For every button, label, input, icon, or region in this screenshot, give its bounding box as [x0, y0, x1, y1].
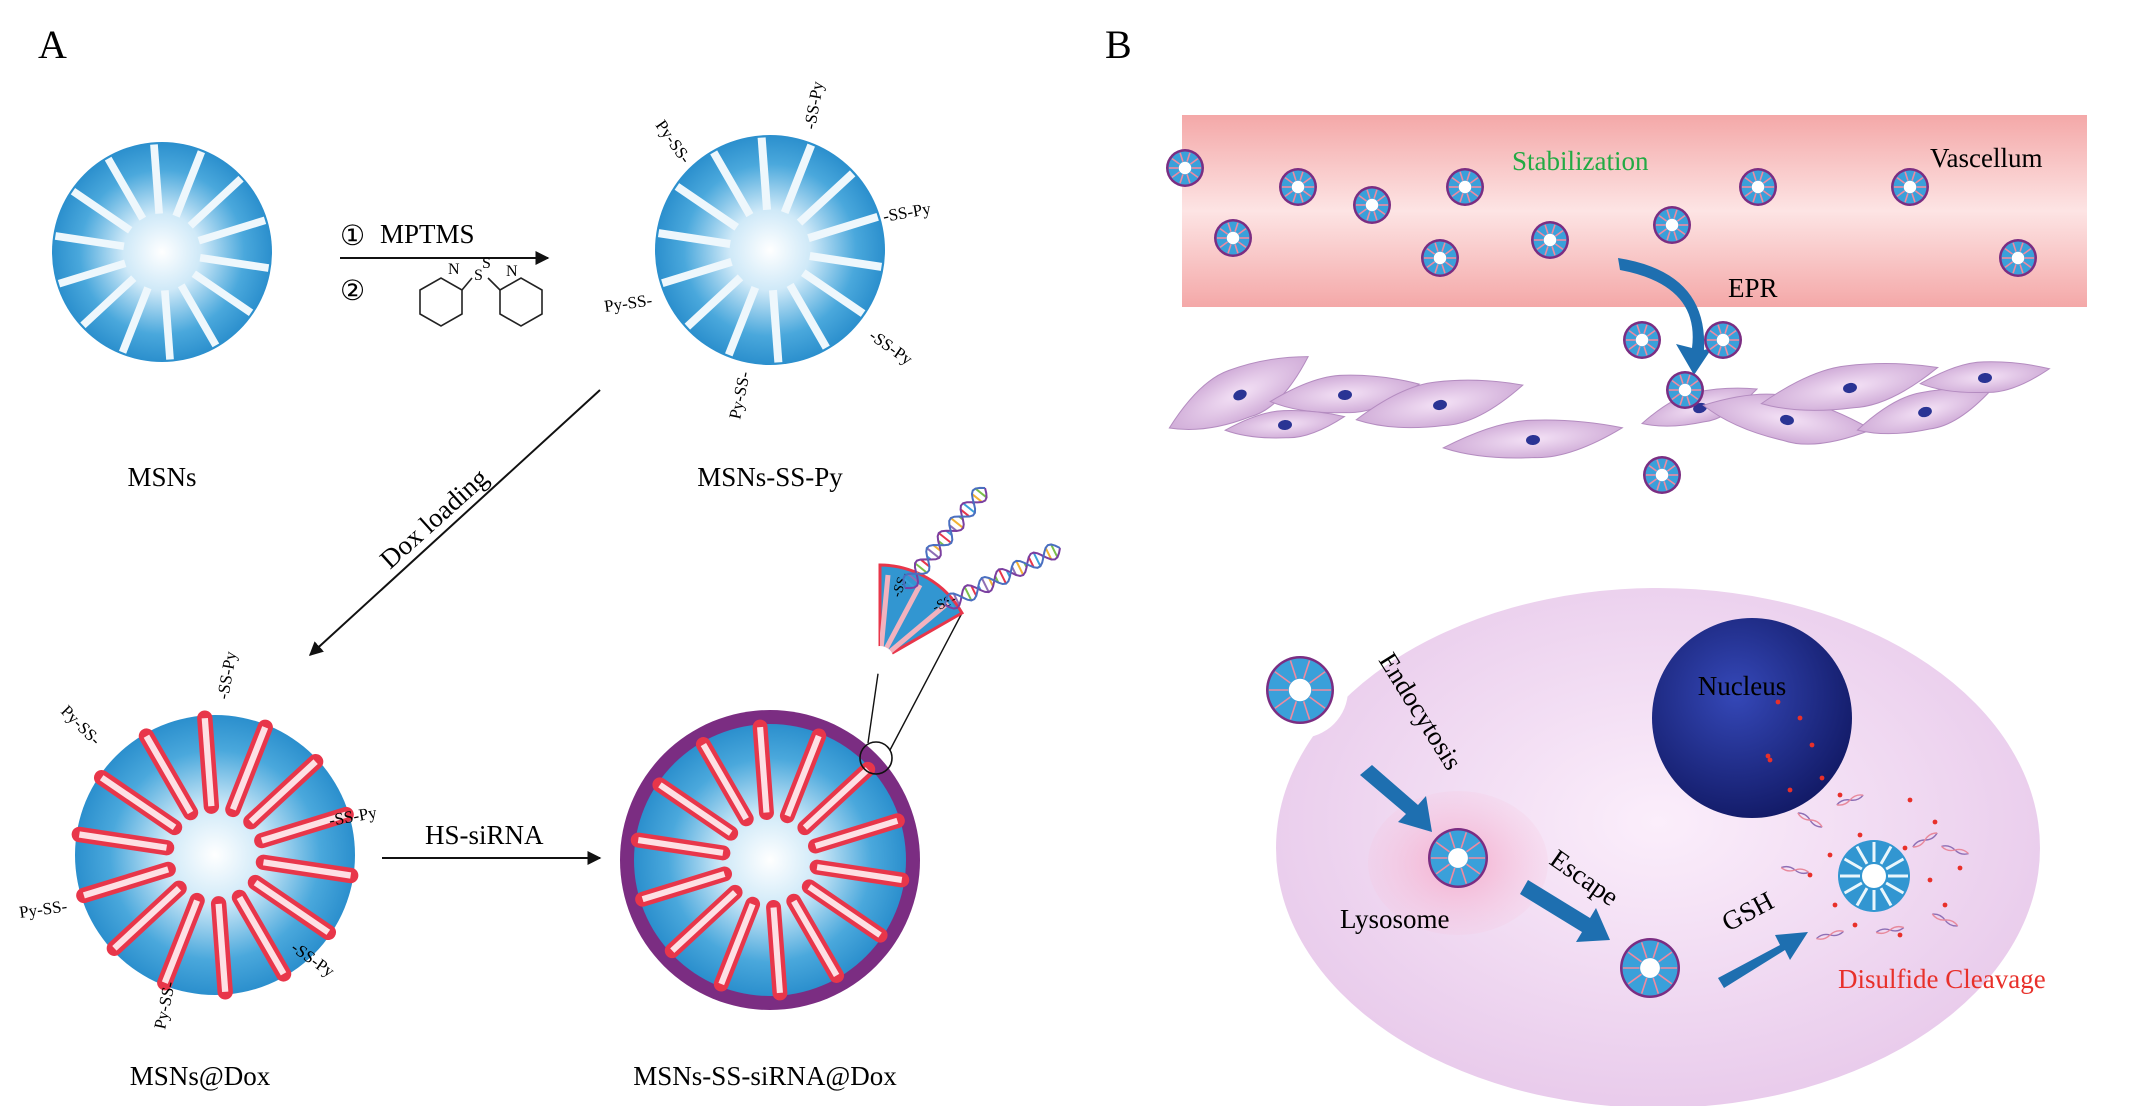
extravasated-nanoparticles	[1623, 321, 1742, 494]
ss-py-group: -SS-Py	[213, 649, 240, 700]
ss-py-group: -SS-Py	[800, 79, 827, 130]
lysosome-label: Lysosome	[1340, 904, 1450, 934]
py-ss-group: Py-SS-	[725, 369, 754, 420]
nucleus	[1652, 618, 1852, 818]
msns-dox-particle	[71, 710, 359, 1000]
py-ss-group: Py-SS-	[652, 116, 695, 167]
msns-ss-py-pore-channels	[657, 137, 883, 363]
dox-loading-arrow	[308, 389, 601, 656]
panel-b-letter: B	[1105, 22, 1132, 67]
msns-ss-sirna-dox-particle	[620, 710, 920, 1010]
dox-loading-label: Dox loading	[374, 462, 494, 574]
circulating-nanoparticles	[1166, 149, 2037, 277]
released-sirna-fragments	[1780, 794, 1970, 940]
py-ss-group: Py-SS-	[603, 290, 654, 316]
step-2-number: ②	[340, 276, 365, 307]
msns-ss-py-particle	[655, 135, 885, 365]
epr-label: EPR	[1728, 273, 1778, 303]
msns-label: MSNs	[127, 462, 196, 492]
gsh-arrow	[1718, 932, 1808, 988]
zoomed-wedge	[878, 563, 965, 663]
released-dox-molecules	[1765, 699, 1963, 938]
blood-vessel	[1182, 115, 2087, 307]
msns-pore-channels	[54, 144, 270, 360]
sirna-strand	[902, 486, 988, 590]
ss-py-group: -SS-Py	[881, 199, 932, 226]
py-ss-group: Py-SS-	[150, 979, 179, 1030]
intracellular-nanoparticles	[1266, 656, 1680, 998]
msns-ss-sirna-dox-label: MSNs-SS-siRNA@Dox	[633, 1061, 897, 1091]
panel-a-letter: A	[38, 22, 67, 67]
epr-arrow	[1618, 258, 1712, 375]
py-ss-group: Py-SS-	[18, 896, 69, 922]
released-particle	[1838, 840, 1910, 912]
step-1-reagent: MPTMS	[380, 219, 475, 249]
nucleus-label: Nucleus	[1698, 671, 1786, 701]
sulfur-atom-1: S	[474, 267, 483, 284]
escape-arrow	[1520, 880, 1610, 942]
sulfur-atom-2: S	[482, 255, 491, 272]
step-1-number: ①	[340, 221, 365, 252]
tissue-cells	[1168, 356, 2051, 459]
msns-dox-loaded-pores	[71, 710, 359, 1000]
dipyridyl-disulfide-structure	[419, 277, 543, 327]
disulfide-cleavage-label: Disulfide Cleavage	[1838, 964, 2046, 994]
endocytosis-arrow	[1360, 765, 1432, 832]
msns-ss-sirna-dox-loaded-pores	[630, 719, 910, 1001]
vascellum-label: Vascellum	[1930, 143, 2042, 173]
sirna-strand	[944, 543, 1061, 610]
nitrogen-atom-1: N	[448, 261, 460, 278]
stabilization-label: Stabilization	[1512, 146, 1649, 176]
hs-sirna-label: HS-siRNA	[425, 820, 544, 850]
nitrogen-atom-2: N	[506, 263, 518, 280]
zoom-callout: -SS- -SS-	[859, 486, 1061, 775]
msns-ss-py-label: MSNs-SS-Py	[697, 462, 843, 492]
msns-dox-label: MSNs@Dox	[130, 1061, 271, 1091]
ss-py-group: -SS-Py	[866, 326, 917, 369]
msns-particle	[52, 142, 272, 362]
py-ss-group: Py-SS-	[57, 701, 105, 749]
